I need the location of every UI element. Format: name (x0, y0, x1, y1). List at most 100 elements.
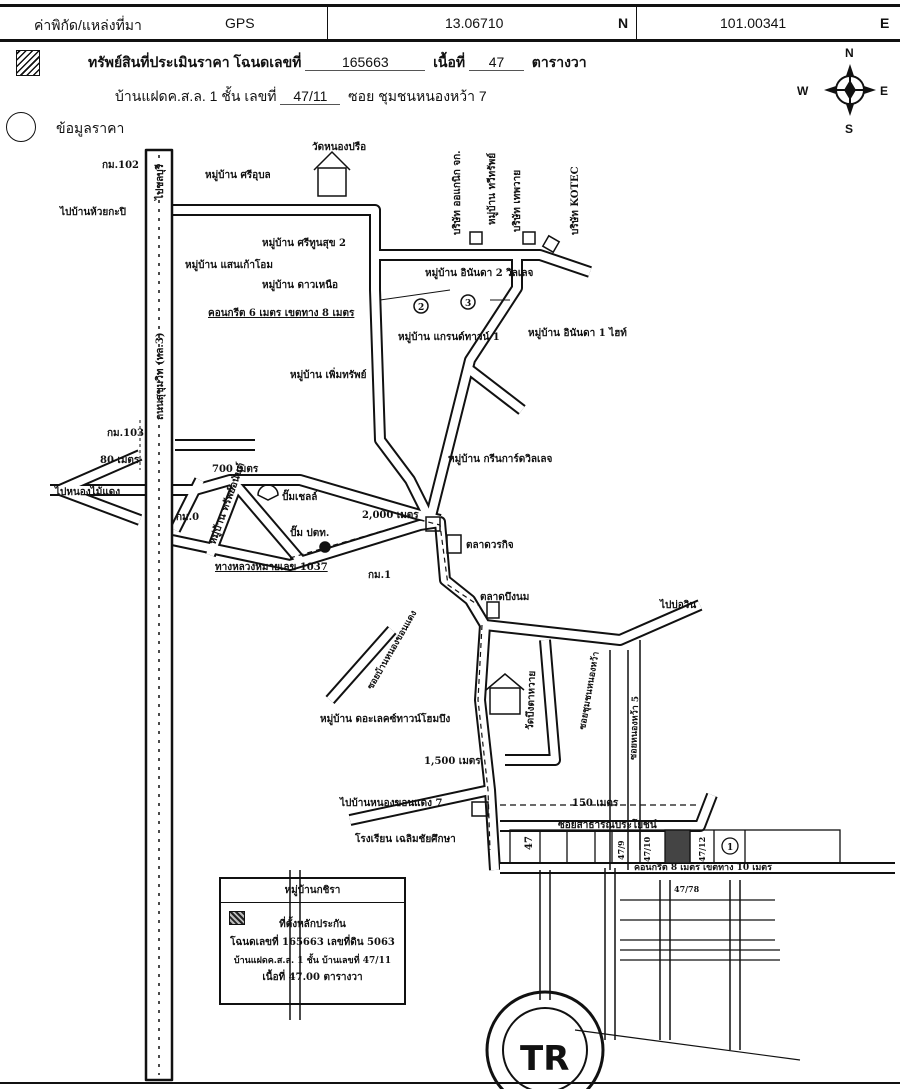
market-icon (486, 601, 500, 619)
label-v-taweesap: หมู่บ้าน ทวีทรัพย์ (486, 153, 499, 225)
label-to-west2: ไปหนองไม้แดง (54, 485, 120, 498)
compass-n: N (845, 46, 854, 60)
label-plot-47-10: 47/10 (642, 836, 652, 862)
label-co-organic: บริษัท ออแกนิก จก. (451, 150, 463, 235)
label-temple2: วัดบึงตาหวาย (524, 670, 538, 730)
coord-label: ค่าพิกัด/แหล่งที่มา (34, 17, 142, 33)
coord-source: GPS (225, 15, 255, 31)
label-v-saen: หมู่บ้าน แสนเก้าโอม (185, 258, 273, 272)
label-concrete6: คอนกรีต 6 เมตร เขตทาง 8 เมตร (208, 307, 355, 319)
label-soi-plots: ซอยสาธารณประโยชน์ (558, 818, 657, 831)
label-co-kotec: บริษัท KOTEC (569, 166, 581, 235)
house-no-label: เลขที่ (244, 88, 277, 104)
bottom-border (0, 1082, 900, 1084)
label-d1500: 1,500 เมตร (424, 756, 481, 767)
stamp-logo: TR (520, 1039, 569, 1079)
label-route: ทางหลวงหมายเลข 1037 (215, 562, 328, 573)
compass-w: W (797, 84, 809, 98)
divider (327, 7, 328, 39)
deed-number: 165663 (305, 54, 426, 71)
shell-logo-icon (257, 484, 279, 501)
label-v-daonuea: หมู่บ้าน ดาวเหนือ (262, 279, 338, 292)
label-d700: 700 เมตร (212, 464, 259, 475)
label-v-inanda1: หมู่บ้าน อินันดา 1 ไฮท์ (528, 326, 627, 340)
longitude: 101.00341 (720, 15, 787, 31)
label-v-grand: หมู่บ้าน แกรนด์ทาวน์ 1 (398, 331, 500, 344)
label-plot-47: 47 (524, 836, 535, 850)
label-d150: 150 เมตร (572, 798, 619, 809)
label-shell: ปั๊มเชลล์ (282, 489, 317, 503)
area-label: เนื้อที่ (433, 54, 466, 70)
temple-icon (489, 687, 521, 715)
subject-plot (664, 829, 691, 864)
label-v-inanda2: หมู่บ้าน อินันดา 2 วิลเลจ (425, 267, 533, 280)
label-highway: ถนนสุขุมวิท (ทล.3) (154, 332, 166, 420)
label-plot-47-9: 47/9 (616, 840, 626, 860)
label-plot-47-78: 47/78 (674, 884, 700, 894)
label-temple1: วัดหนองปรือ (312, 141, 366, 153)
area-value: 47 (468, 54, 524, 71)
label-v-sritoon: หมู่บ้าน ศรีทูนสุข 2 (262, 237, 346, 250)
label-km1: กม.1 (368, 570, 391, 581)
plots (509, 829, 841, 864)
company-stamp: TR (485, 990, 605, 1089)
building-line: บ้านแฝดค.ส.ล. 1 ชั้น เลขที่ 47/11 ซอย ชุ… (115, 86, 487, 108)
label-circle-1: 1 (727, 843, 733, 853)
label-market2: ตลาดบึงนม (480, 591, 529, 603)
landmark-icons (257, 150, 561, 817)
label-to-north: ไปชลบุรี (153, 163, 166, 201)
label-soi-c: ซอยหนองหว้า 5 (628, 696, 641, 760)
building-icon (425, 516, 441, 532)
label-v-permsap: หมู่บ้าน เพิ่มทรัพย์ (290, 367, 367, 382)
label-soi-b: ซอยชุมชนหนองหว้า (577, 651, 602, 731)
building-icon (522, 231, 536, 245)
label-v-sriubon: หมู่บ้าน ศรีอุบล (205, 169, 271, 182)
legend-title: หมู่บ้านกชิรา (221, 879, 404, 903)
divider (636, 7, 637, 39)
soi-label: ซอย (348, 88, 375, 104)
deed-label: ทรัพย์สินที่ประเมินราคา โฉนดเลขที่ (88, 54, 302, 70)
compass-s: S (845, 122, 853, 136)
building-icon (469, 231, 483, 245)
label-ptt: ปั๊ม ปตท. (290, 525, 329, 539)
label-d80: 80 เมตร (100, 455, 140, 466)
area-unit: ตารางวา (531, 54, 587, 70)
label-km0: กม.0 (176, 512, 199, 523)
lon-dir: E (880, 15, 890, 31)
label-to-bowin: ไปบ่อวิน (659, 598, 696, 611)
compass-icon: N S W E (797, 46, 888, 136)
market-icon (446, 534, 462, 554)
legend-box: หมู่บ้านกชิรา ที่ตั้งหลักประกัน โฉนดเลขท… (219, 877, 406, 1005)
roads (50, 148, 895, 1082)
price-circle-icon (6, 112, 36, 142)
label-to-nongkho: ไปบ้านหนองขอนแดง 7 (339, 796, 442, 809)
ptt-pump-icon (319, 541, 331, 553)
building-type: บ้านแฝดค.ส.ล. 1 ชั้น (115, 88, 241, 104)
legend-line3: บ้านแฝดค.ส.ล. 1 ชั้น บ้านเลขที่ 47/11 (233, 956, 392, 966)
label-km103: กม.103 (107, 428, 144, 439)
lat-dir: N (618, 15, 629, 31)
legend-line2: โฉนดเลขที่ 165663 เลขที่ดิน 5063 (230, 937, 395, 948)
label-to-west1: ไปบ้านห้วยกะปิ (59, 205, 126, 218)
label-km102: กม.102 (102, 160, 139, 171)
label-concrete8: คอนกรีต 8 เมตร เขตทาง 10 เมตร (634, 862, 772, 873)
soi-name: ชุมชนหนองหว้า 7 (378, 88, 487, 104)
label-plot-47-12: 47/12 (697, 837, 707, 862)
label-v-lake: หมู่บ้าน ดอะเลคซ์ทาวน์โฮมบึง (320, 712, 450, 726)
hatched-legend-icon (16, 50, 40, 76)
label-d2000: 2,000 เมตร (362, 510, 419, 521)
label-market1: ตลาดวรกิจ (466, 539, 514, 551)
label-co-thepwai: บริษัท เทพวาย (511, 170, 523, 232)
price-info-label: ข้อมูลราคา (56, 120, 125, 136)
temple-icon (317, 167, 347, 197)
collateral-swatch-icon (229, 911, 245, 925)
label-circle-2: 2 (418, 303, 424, 313)
house-number: 47/11 (280, 88, 341, 105)
label-school: โรงเรียน เฉลิมชัยศึกษา (354, 832, 456, 845)
label-v-green: หมู่บ้าน กรีนการ์ดวิลเลจ (448, 453, 553, 466)
building-icon (541, 234, 561, 254)
latitude: 13.06710 (445, 15, 504, 31)
legend-line1: ที่ตั้งหลักประกัน (279, 919, 346, 930)
